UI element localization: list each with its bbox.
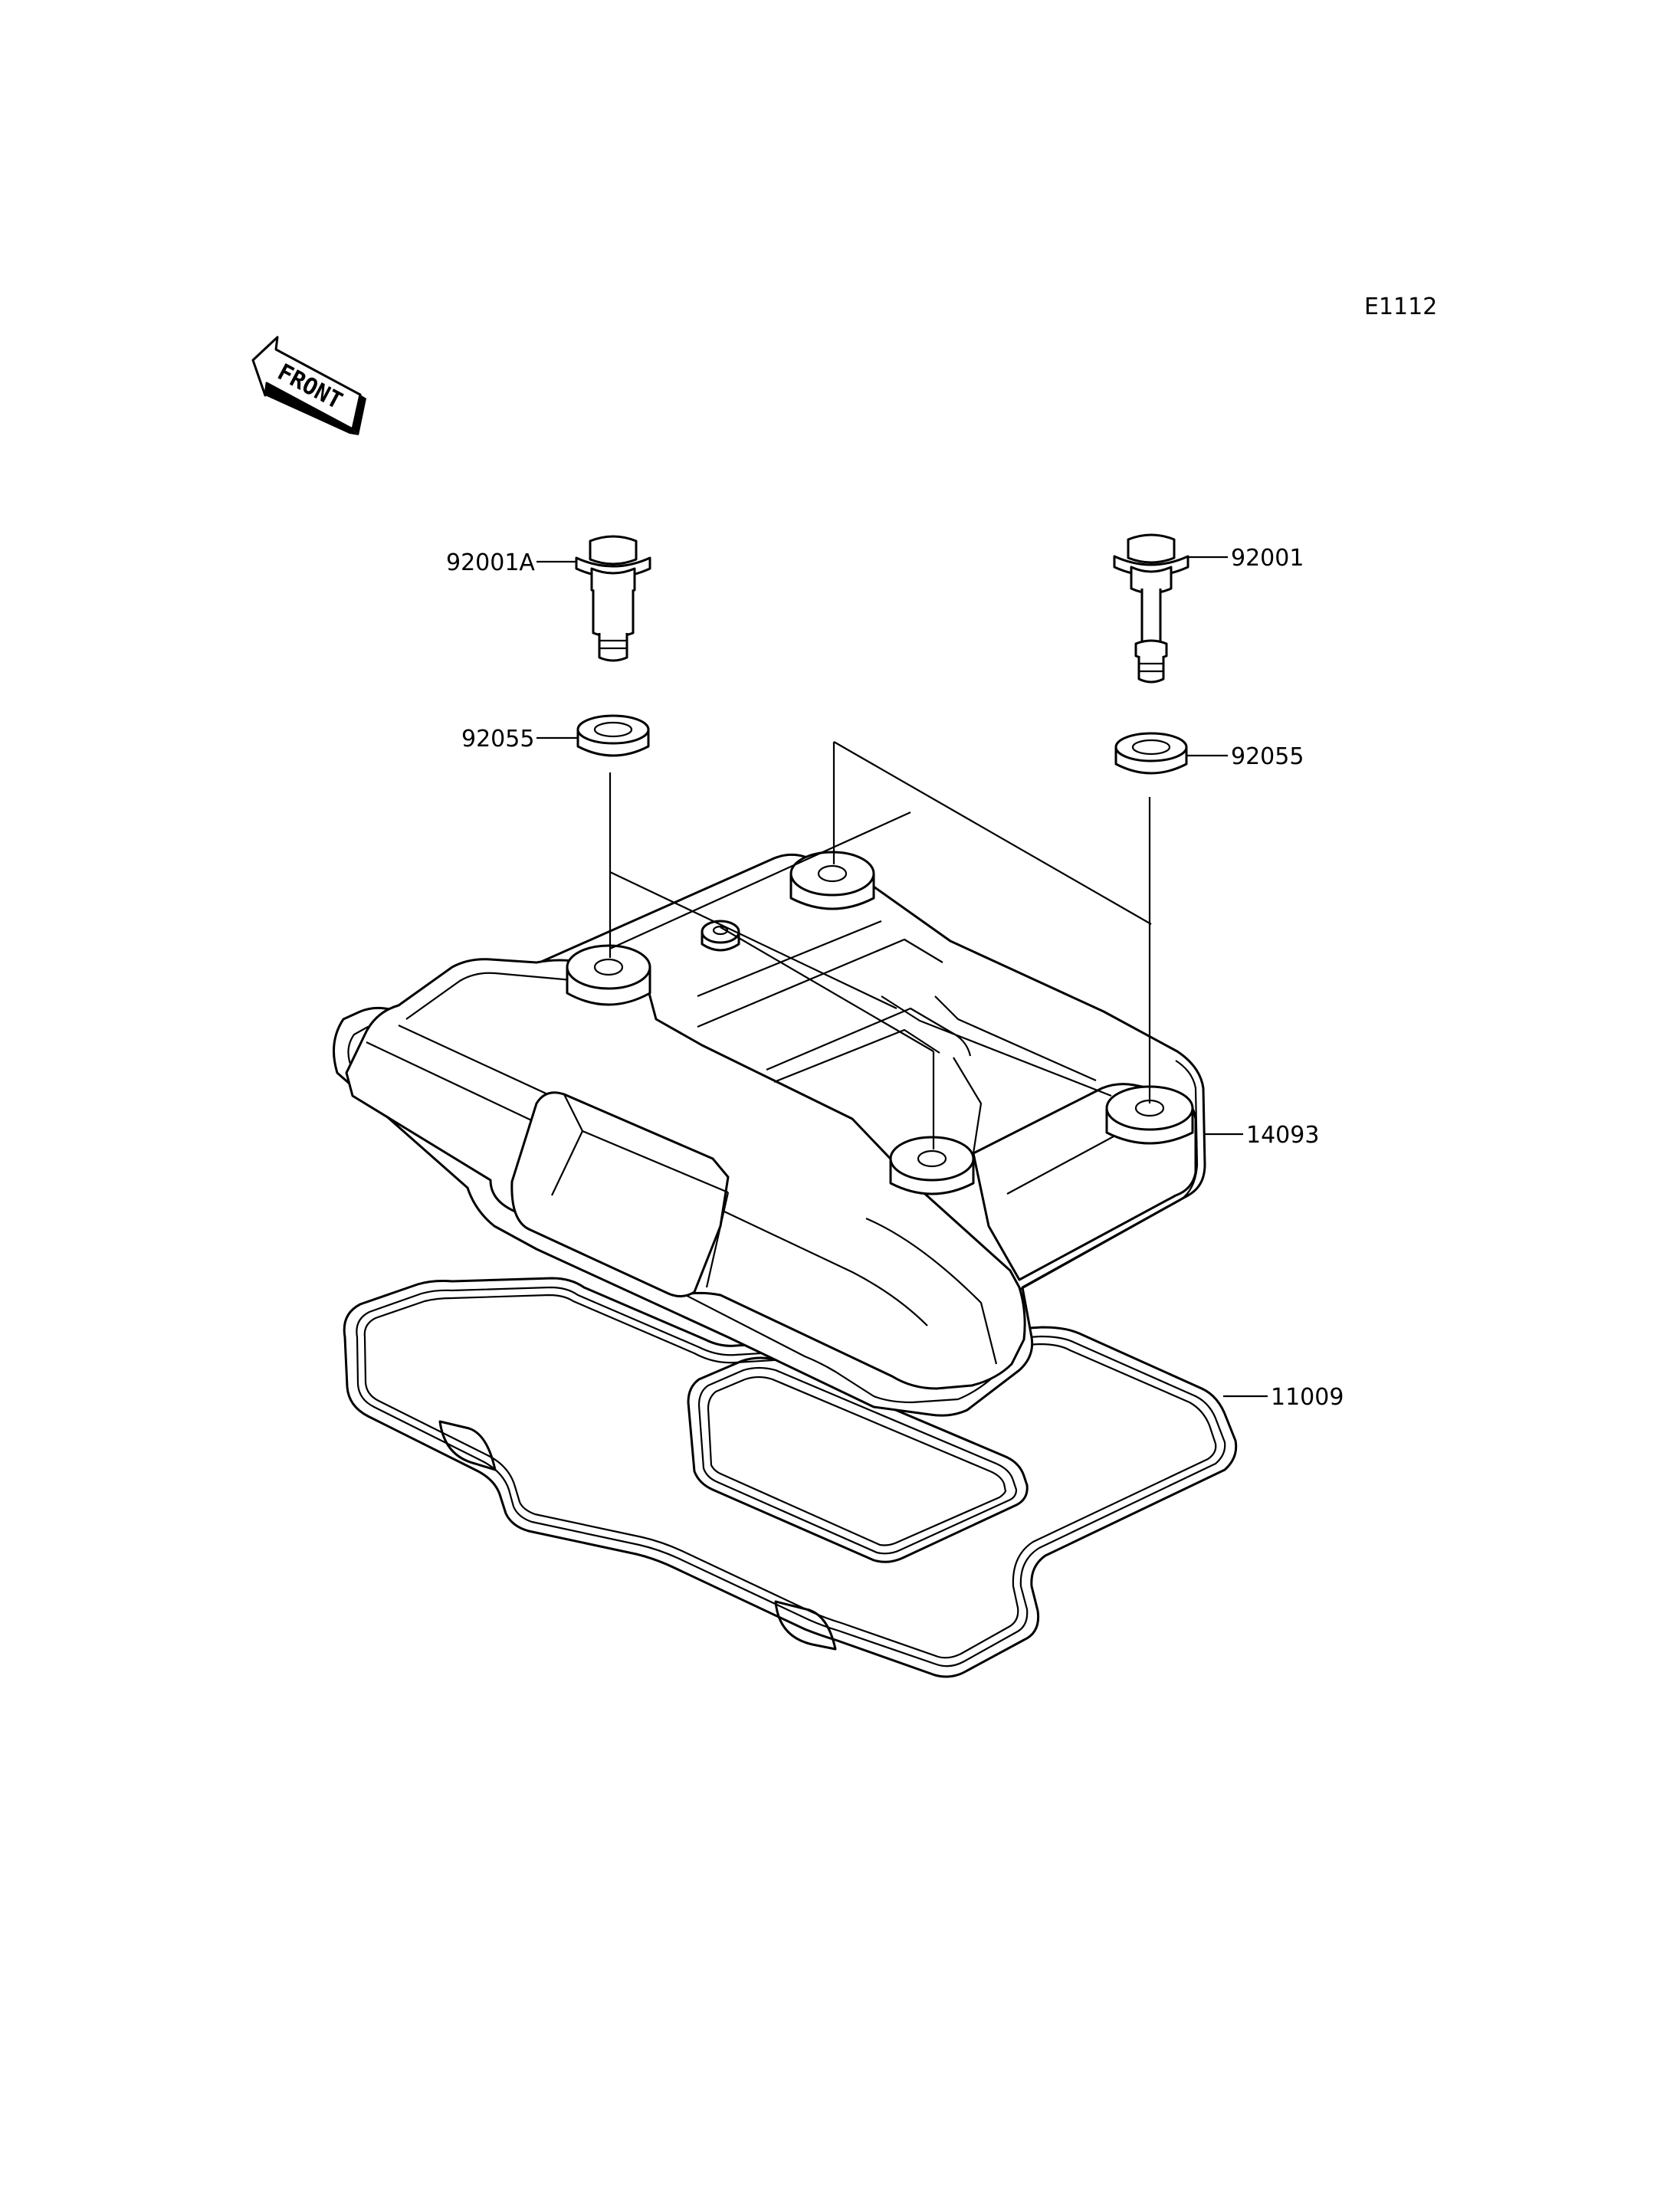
washer-right-92055 [1114,732,1188,775]
boss-rear-left [566,944,651,1006]
diagram-code: E1112 [1364,293,1437,320]
label-92001a: 92001A [446,549,535,576]
cover-14093 [333,851,1206,1417]
assembly-lines [609,741,1152,1149]
bolt-92001 [1113,533,1189,684]
boss-front-left [889,1136,975,1195]
boss-front-right [1105,1085,1194,1145]
boss-rear-right [789,851,875,910]
washer-left-92055 [576,714,650,757]
label-92055-left: 92055 [461,726,534,753]
label-14093: 14093 [1246,1122,1319,1149]
label-11009: 11009 [1271,1384,1344,1411]
label-92001: 92001 [1231,545,1304,572]
label-92055-right: 92055 [1231,743,1304,770]
front-arrow-icon: FRONT [251,336,366,435]
breather-port [701,920,740,952]
bolt-92001a [575,535,651,662]
